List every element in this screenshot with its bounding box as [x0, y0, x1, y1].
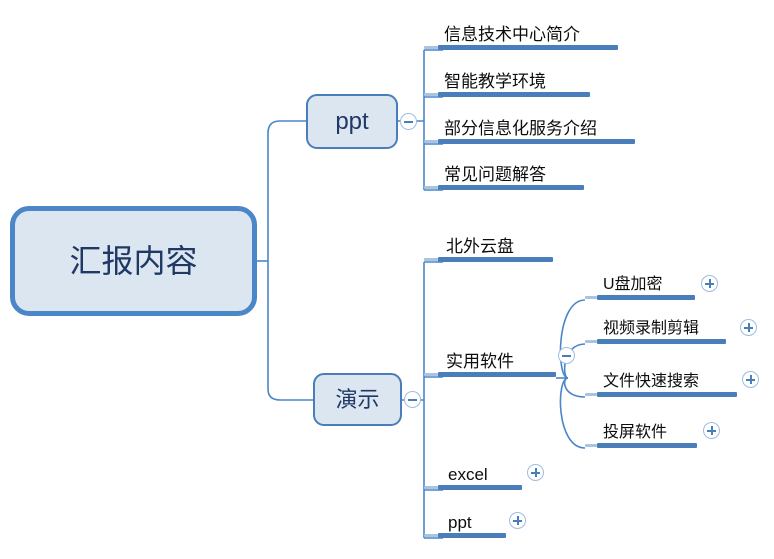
leaf-bar: [438, 185, 584, 190]
leaf-node-label: 实用软件: [446, 352, 514, 371]
branch-node-ppt[interactable]: ppt: [306, 94, 398, 149]
leaf-bar-lead: [424, 140, 438, 143]
toggle-expand-excel[interactable]: [527, 464, 544, 481]
toggle-collapse-shiyong-ruanjian[interactable]: [558, 347, 575, 364]
leaf-node-label: U盘加密: [603, 276, 663, 293]
leaf-node-label: 投屏软件: [603, 424, 668, 441]
leaf-node-label: ppt: [448, 513, 472, 532]
leaf-bar-lead: [424, 258, 438, 261]
toggle-expand-usb-encryption[interactable]: [701, 275, 718, 292]
leaf-bar-lead: [424, 486, 438, 489]
branch-node-ppt-label: ppt: [335, 107, 369, 135]
leaf-node-label: 信息技术中心简介: [444, 25, 580, 44]
leaf-node-label: excel: [448, 465, 488, 484]
toggle-expand-video-editing[interactable]: [740, 319, 757, 336]
leaf-bar-lead: [585, 296, 597, 299]
leaf-node[interactable]: 投屏软件: [585, 414, 697, 448]
leaf-node[interactable]: 北外云盘: [424, 228, 553, 262]
leaf-bar-lead: [585, 444, 597, 447]
leaf-node[interactable]: 部分信息化服务介绍: [424, 110, 635, 144]
leaf-bar: [438, 372, 556, 377]
toggle-collapse-yanshi[interactable]: [404, 391, 421, 408]
leaf-bar: [438, 139, 635, 144]
toggle-expand-screen-cast[interactable]: [703, 422, 720, 439]
leaf-bar: [597, 339, 726, 344]
leaf-node[interactable]: ppt: [424, 504, 506, 538]
edge-ruanjian-child-3: [563, 377, 586, 398]
leaf-node[interactable]: excel: [424, 456, 522, 490]
leaf-bar-lead: [424, 534, 438, 537]
leaf-node-label: 文件快速搜索: [603, 373, 700, 390]
leaf-bar: [438, 485, 522, 490]
leaf-node-label: 北外云盘: [446, 237, 514, 256]
root-node[interactable]: 汇报内容: [10, 206, 257, 316]
branch-node-yanshi-label: 演示: [335, 386, 380, 412]
edge-ruanjian-child-4: [559, 377, 586, 449]
leaf-node[interactable]: 视频录制剪辑: [585, 310, 726, 344]
leaf-bar: [438, 45, 618, 50]
leaf-bar: [438, 533, 506, 538]
edge-to-yanshi: [267, 388, 313, 401]
leaf-node-label: 视频录制剪辑: [603, 320, 700, 337]
leaf-node[interactable]: 常见问题解答: [424, 156, 584, 190]
leaf-node-label: 部分信息化服务介绍: [444, 119, 597, 138]
branch-node-yanshi[interactable]: 演示: [313, 373, 402, 426]
leaf-node-label: 常见问题解答: [444, 165, 546, 184]
leaf-bar: [597, 443, 697, 448]
leaf-bar-lead: [424, 373, 438, 376]
toggle-expand-ppt-leaf[interactable]: [509, 512, 526, 529]
leaf-bar: [438, 257, 553, 262]
leaf-node[interactable]: 信息技术中心简介: [424, 16, 618, 50]
root-node-label: 汇报内容: [69, 243, 198, 279]
leaf-bar-lead: [424, 186, 438, 189]
edge-ruanjian-child-1: [559, 299, 586, 379]
leaf-bar-lead: [585, 340, 597, 343]
leaf-bar-lead: [424, 93, 438, 96]
toggle-collapse-ppt[interactable]: [400, 113, 417, 130]
leaf-node[interactable]: 文件快速搜索: [585, 363, 737, 397]
leaf-node[interactable]: 实用软件: [424, 343, 556, 377]
leaf-bar-lead: [424, 46, 438, 49]
leaf-bar: [438, 92, 590, 97]
toggle-expand-file-search[interactable]: [742, 371, 759, 388]
leaf-node-label: 智能教学环境: [444, 72, 546, 91]
edge-to-ppt: [267, 120, 306, 134]
leaf-bar: [597, 392, 737, 397]
leaf-bar-lead: [585, 393, 597, 396]
leaf-bar: [597, 295, 695, 300]
leaf-node[interactable]: U盘加密: [585, 266, 695, 300]
leaf-node[interactable]: 智能教学环境: [424, 63, 590, 97]
